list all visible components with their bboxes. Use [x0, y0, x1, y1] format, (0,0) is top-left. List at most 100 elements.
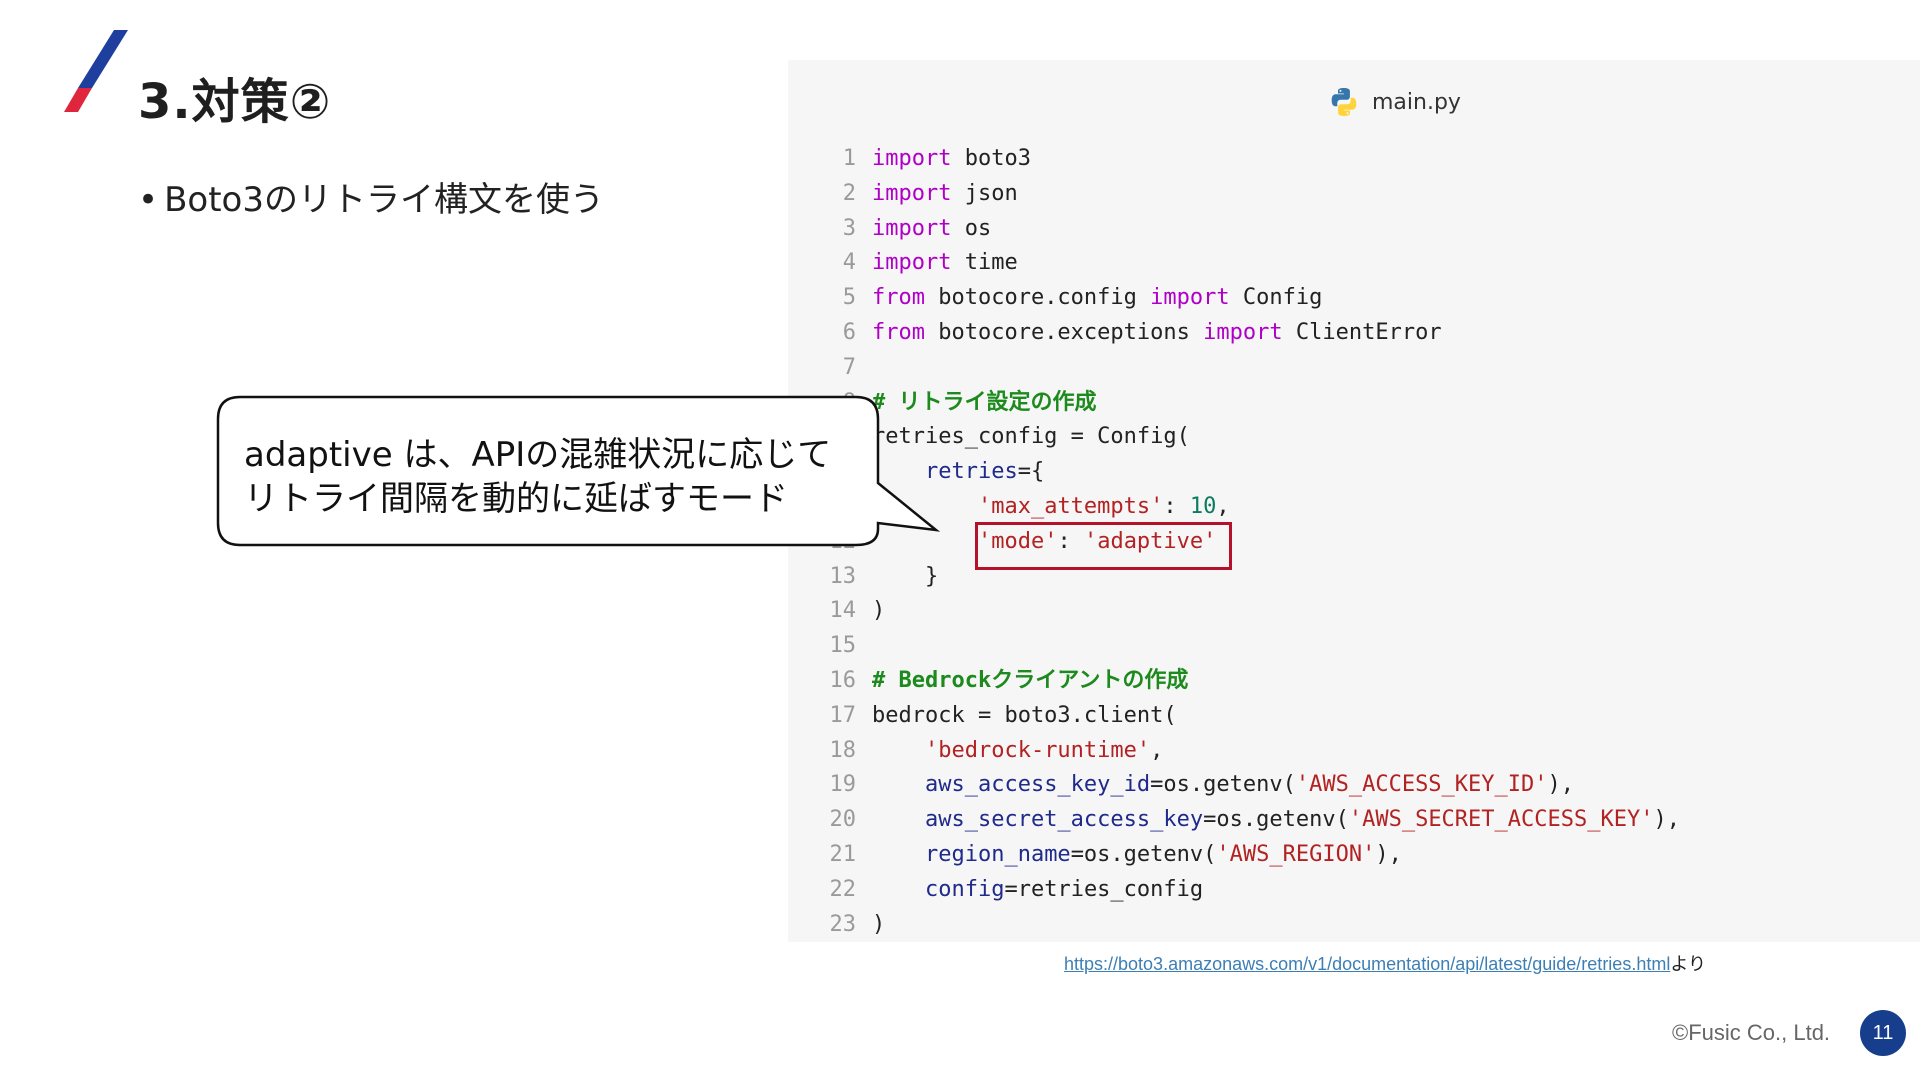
code-line: 20 aws_secret_access_key=os.getenv('AWS_…: [788, 803, 1920, 838]
code-line: 14): [788, 594, 1920, 629]
code-token: botocore.exceptions: [924, 319, 1204, 345]
code-line: 19 aws_access_key_id=os.getenv('AWS_ACCE…: [788, 768, 1920, 803]
code-token: retries: [924, 459, 1018, 485]
code-line: 7: [788, 351, 1920, 386]
code-token: from: [872, 285, 925, 311]
code-text: ): [872, 594, 885, 629]
copyright-text: ©Fusic Co., Ltd.: [1672, 1020, 1831, 1045]
code-token: [872, 772, 925, 797]
code-line: 1 import boto3: [788, 142, 1920, 177]
code-text: import boto3: [872, 142, 1031, 177]
code-token: import: [872, 215, 952, 241]
callout-line-1: adaptive は、APIの混雑状況に応じて: [244, 435, 832, 475]
code-token: }: [872, 563, 939, 589]
line-number: 23: [829, 911, 857, 937]
callout-line-2: リトライ間隔を動的に延ばすモード: [244, 479, 788, 519]
code-token: =retries_config: [1004, 876, 1204, 902]
code-token: =os.getenv(: [1070, 841, 1217, 867]
callout-shape: [216, 395, 941, 547]
code-text: import time: [872, 246, 1018, 281]
code-text: config=retries_config: [872, 873, 1203, 908]
code-token: import: [872, 146, 952, 171]
line-number: 17: [829, 702, 857, 728]
code-text: from botocore.exceptions import ClientEr…: [872, 316, 1442, 351]
code-token: =os.getenv(: [1203, 807, 1349, 833]
code-token: region_name: [924, 841, 1071, 867]
code-text: 'mode': 'adaptive': [872, 525, 1216, 560]
python-icon: [1331, 88, 1357, 116]
code-line: 10 retries={: [788, 455, 1920, 490]
code-token: time: [951, 250, 1018, 276]
code-line: 15: [788, 629, 1920, 664]
code-text: }: [872, 560, 938, 595]
code-token: boto3: [951, 146, 1031, 171]
line-number: 15: [829, 633, 857, 659]
code-text: region_name=os.getenv('AWS_REGION'),: [872, 838, 1402, 873]
line-number: 14: [829, 598, 857, 624]
code-text: # リトライ設定の作成: [872, 386, 1097, 421]
callout-bubble: adaptive は、APIの混雑状況に応じて リトライ間隔を動的に延ばすモード: [216, 395, 946, 555]
code-token: ,: [1150, 737, 1164, 763]
line-number: 13: [829, 563, 857, 589]
code-token: import: [872, 180, 952, 206]
code-token: 'AWS_REGION': [1216, 841, 1376, 867]
code-text: # Bedrockクライアントの作成: [872, 664, 1188, 699]
code-token: 'bedrock-runtime': [924, 737, 1151, 763]
code-token: import: [1150, 285, 1230, 311]
brand-slash-logo: [64, 30, 128, 112]
code-token: botocore.config: [924, 285, 1151, 311]
code-token: # Bedrockクライアントの作成: [872, 667, 1189, 693]
code-line: 16 # Bedrockクライアントの作成: [788, 664, 1920, 699]
bullet-point: •Boto3のリトライ構文を使う: [138, 172, 604, 221]
code-token: 'AWS_ACCESS_KEY_ID': [1295, 772, 1548, 798]
code-line: 9retries_config = Config(: [788, 420, 1920, 455]
line-number: 3: [842, 215, 856, 241]
code-token: ,: [1216, 493, 1230, 519]
code-token: ={: [1017, 459, 1045, 485]
code-line: 11 'max_attempts': 10,: [788, 490, 1920, 525]
code-file-header: main.py: [1328, 82, 1461, 122]
code-token: Config: [1229, 285, 1323, 311]
code-text: import os: [872, 212, 991, 247]
bullet-dot: •: [138, 180, 159, 220]
code-text: aws_secret_access_key=os.getenv('AWS_SEC…: [872, 803, 1680, 838]
code-line: 5 from botocore.config import Config: [788, 281, 1920, 316]
code-line: 23): [788, 908, 1920, 943]
line-number: 5: [842, 285, 856, 311]
code-text: aws_access_key_id=os.getenv('AWS_ACCESS_…: [872, 768, 1574, 803]
line-number: 1: [842, 146, 856, 171]
code-token: ): [872, 911, 886, 937]
code-line: 8# リトライ設定の作成: [788, 386, 1920, 421]
code-token: os: [951, 215, 992, 241]
line-number: 16: [829, 667, 857, 693]
line-number: 2: [842, 180, 856, 206]
source-url-link[interactable]: https://boto3.amazonaws.com/v1/documenta…: [1064, 954, 1671, 974]
bullet-text: Boto3のリトライ構文を使う: [164, 180, 604, 220]
code-token: config: [924, 876, 1005, 902]
code-line: 12 'mode': 'adaptive': [788, 525, 1920, 560]
code-token: 'max_attempts': [977, 493, 1164, 519]
code-token: ),: [1375, 841, 1402, 867]
code-token: [872, 842, 925, 867]
line-number: 4: [842, 250, 856, 276]
code-token: 'mode': [977, 528, 1058, 554]
source-suffix: より: [1670, 954, 1706, 974]
code-text: retries_config = Config(: [872, 420, 1190, 455]
page-number-badge: 11: [1860, 1010, 1906, 1056]
code-line: 21 region_name=os.getenv('AWS_REGION'),: [788, 838, 1920, 873]
code-line: 3 import os: [788, 212, 1920, 247]
source-citation: https://boto3.amazonaws.com/v1/documenta…: [1064, 950, 1706, 976]
code-line: 18 'bedrock-runtime',: [788, 734, 1920, 769]
code-token: 'AWS_SECRET_ACCESS_KEY': [1348, 807, 1654, 833]
code-line: 22 config=retries_config: [788, 873, 1920, 908]
code-text: ): [872, 908, 885, 943]
code-text: 'max_attempts': 10,: [872, 490, 1230, 525]
line-number: 21: [829, 841, 857, 867]
code-token: [872, 877, 925, 902]
code-token: retries_config = Config(: [872, 424, 1190, 450]
